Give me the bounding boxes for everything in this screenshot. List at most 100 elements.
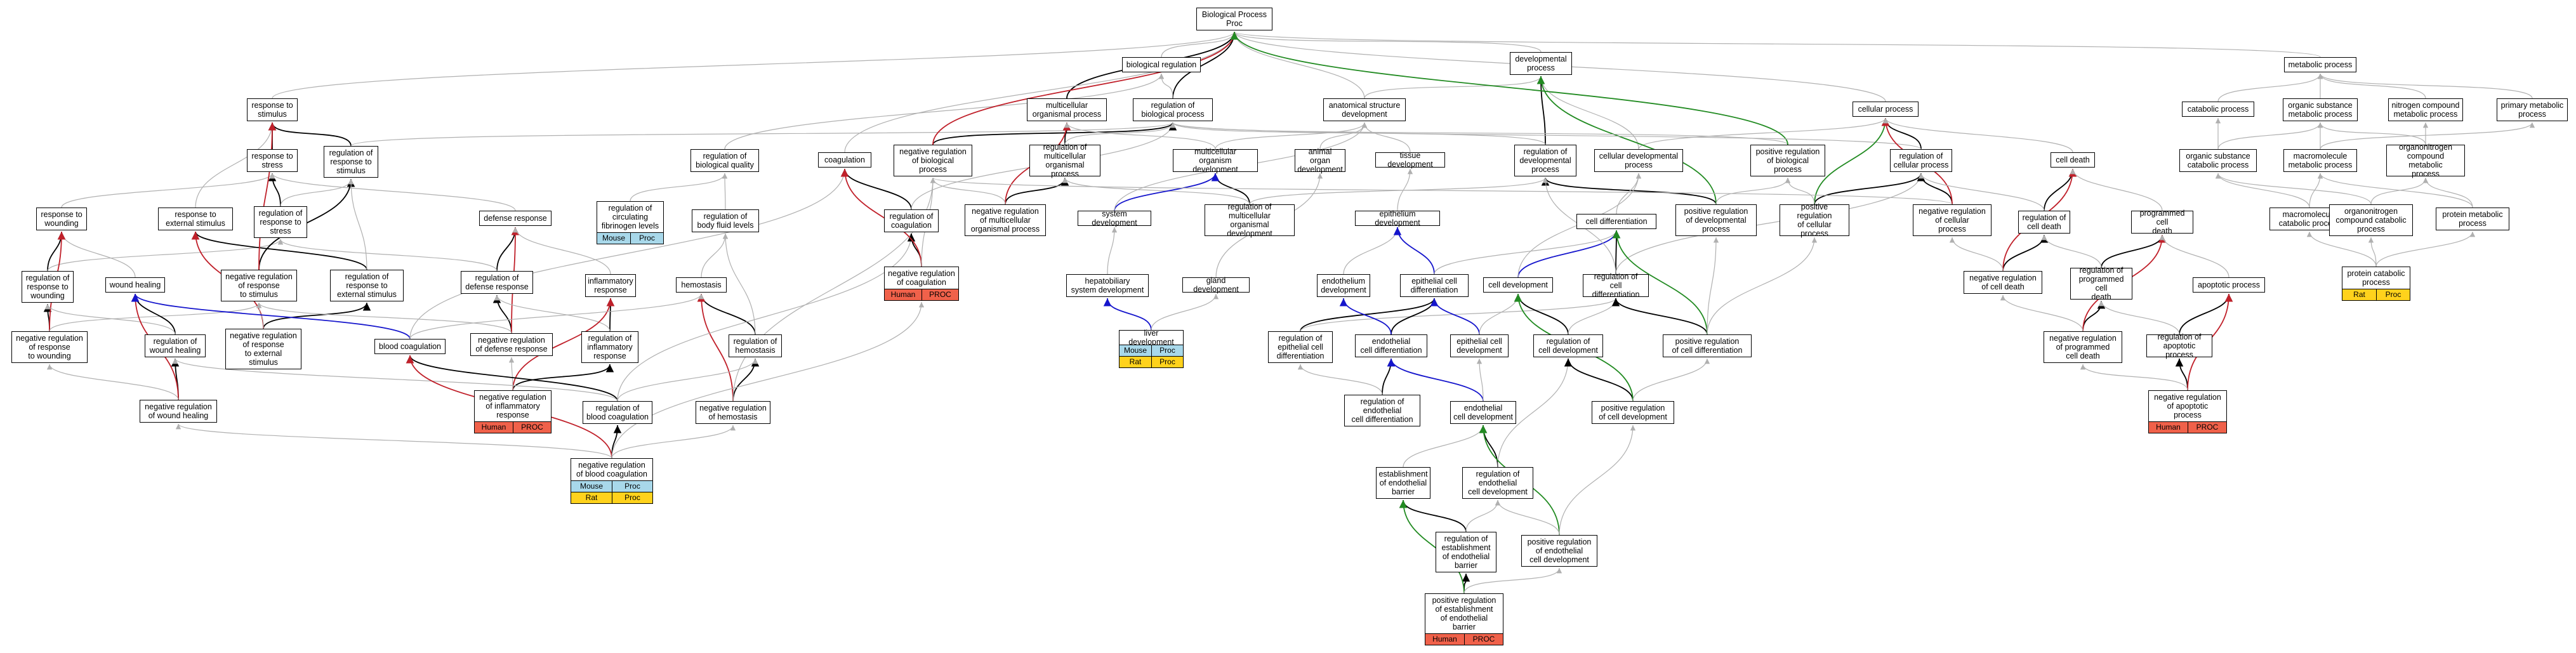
node-anat-dev[interactable]: anatomical structure development: [1323, 98, 1406, 121]
node-orgnitro-met[interactable]: organonitrogen compound metabolic proces…: [2386, 143, 2465, 178]
node-orgnitro-cat[interactable]: organonitrogen compound catabolic proces…: [2329, 204, 2413, 236]
node-reg-cell-diff[interactable]: regulation of cell differentiation: [1583, 272, 1649, 299]
node-multi-org[interactable]: multicellular organismal process: [1027, 98, 1107, 121]
node-resp-ext[interactable]: response to external stimulus: [158, 208, 233, 230]
node-reg-endoth-cell-diff[interactable]: regulation of endothelial cell different…: [1344, 395, 1420, 426]
node-cell-dev[interactable]: cell development: [1483, 277, 1553, 293]
node-neg-reg-multi-org[interactable]: negative regulation of multicellular org…: [965, 204, 1046, 236]
node-cell-dev-proc[interactable]: cellular developmental process: [1594, 149, 1683, 172]
node-reg-hemostasis[interactable]: regulation of hemostasis: [729, 334, 782, 357]
node-hepatobil[interactable]: hepatobiliary system development: [1066, 274, 1149, 297]
node-estab-endoth-barrier[interactable]: establishment of endothelial barrier: [1376, 467, 1430, 499]
node-cell-diff[interactable]: cell differentiation: [1576, 214, 1656, 229]
node-neg-reg-resp-ext[interactable]: negative regulation of response to exter…: [225, 329, 301, 369]
node-pos-reg-cellular-proc[interactable]: positive regulation of cellular process: [1780, 202, 1849, 238]
node-reg-dev-proc[interactable]: regulation of developmental process: [1514, 145, 1576, 176]
node-multi-dev[interactable]: multicellular organism development: [1173, 147, 1258, 174]
node-resp-stress[interactable]: response to stress: [247, 149, 298, 172]
node-pos-reg-endoth-cell-dev[interactable]: positive regulation of endothelial cell …: [1521, 535, 1597, 567]
node-sys-dev[interactable]: system development: [1078, 209, 1151, 227]
node-tissue-dev[interactable]: tissue development: [1375, 151, 1445, 169]
node-epith-cell-diff[interactable]: epithelial cell differentiation: [1400, 274, 1469, 297]
node-bio-reg[interactable]: biological regulation: [1122, 57, 1201, 72]
node-reg-body-fluid[interactable]: regulation of body fluid levels: [692, 209, 759, 232]
node-reg-cell-death[interactable]: regulation of cell death: [2018, 211, 2070, 234]
node-reg-resp-ext[interactable]: regulation of response to external stimu…: [330, 270, 404, 301]
node-nitrogen-met[interactable]: nitrogen compound metabolic process: [2388, 98, 2463, 121]
node-neg-reg-blood-coag[interactable]: negative regulation of blood coagulation: [571, 458, 653, 481]
node-reg-blood-coag[interactable]: regulation of blood coagulation: [583, 401, 652, 424]
node-cellular-proc[interactable]: cellular process: [1853, 102, 1919, 117]
node-reg-cell-dev[interactable]: regulation of cell development: [1533, 334, 1603, 357]
node-reg-apoptotic[interactable]: regulation of apoptotic process: [2146, 333, 2212, 359]
node-reg-bp[interactable]: regulation of biological process: [1133, 98, 1213, 121]
node-reg-resp-stim[interactable]: regulation of response to stimulus: [324, 146, 378, 178]
node-neg-reg-defense[interactable]: negative regulation of defense response: [470, 333, 553, 356]
node-gland-dev[interactable]: gland development: [1182, 276, 1250, 294]
node-reg-coag[interactable]: regulation of coagulation: [884, 209, 939, 232]
node-defense[interactable]: defense response: [479, 211, 552, 226]
node-hemostasis[interactable]: hemostasis: [676, 277, 727, 293]
node-neg-reg-cellular-proc[interactable]: negative regulation of cellular process: [1913, 204, 1991, 236]
node-catabolic[interactable]: catabolic process: [2182, 102, 2254, 117]
node-pos-reg-bp[interactable]: positive regulation of biological proces…: [1750, 145, 1825, 176]
node-reg-inflam[interactable]: regulation of inflammatory response: [581, 331, 638, 363]
node-wound-heal[interactable]: wound healing: [105, 277, 165, 293]
node-metabolic[interactable]: metabolic process: [2284, 57, 2356, 72]
node-pos-reg-cell-diff[interactable]: positive regulation of cell differentiat…: [1663, 334, 1752, 357]
edge-neg_reg_hemostasis-to-hemostasis: [697, 293, 734, 402]
node-pcd[interactable]: programmed cell death: [2131, 209, 2193, 235]
node-epith-cell-dev[interactable]: epithelial cell development: [1450, 334, 1509, 357]
node-neg-reg-inflam[interactable]: negative regulation of inflammatory resp…: [474, 390, 552, 422]
node-primary-met[interactable]: primary metabolic process: [2497, 98, 2568, 121]
node-neg-reg-hemostasis[interactable]: negative regulation of hemostasis: [696, 401, 770, 424]
edge-nitrogen_met-to-metabolic: [2317, 73, 2426, 99]
node-protein-met[interactable]: protein metabolic process: [2436, 208, 2509, 230]
badge-neg-reg-inflam-proc: PROC: [513, 421, 552, 433]
node-reg-epith-cell-diff[interactable]: regulation of epithelial cell differenti…: [1268, 331, 1333, 363]
node-reg-wound-heal[interactable]: regulation of wound healing: [145, 334, 206, 357]
node-inflam[interactable]: inflammatory response: [585, 274, 636, 297]
node-pos-reg-estab-barrier[interactable]: positive regulation of establishment of …: [1425, 593, 1503, 634]
node-neg-reg-bp[interactable]: negative regulation of biological proces…: [894, 145, 972, 176]
node-reg-multi-dev[interactable]: regulation of multicellular organismal d…: [1205, 202, 1295, 238]
node-liver-dev[interactable]: liver development: [1119, 329, 1184, 346]
node-apoptotic[interactable]: apoptotic process: [2193, 277, 2265, 293]
node-blood-coag[interactable]: blood coagulation: [374, 339, 446, 354]
node-macromol-met[interactable]: macromolecule metabolic process: [2283, 149, 2357, 172]
node-neg-reg-cell-death[interactable]: negative regulation of cell death: [1964, 271, 2042, 294]
node-org-subst-cat[interactable]: organic substance catabolic process: [2179, 149, 2257, 172]
node-animal-organ[interactable]: animal organ development: [1295, 147, 1345, 174]
node-dev-proc[interactable]: developmental process: [1510, 52, 1572, 75]
node-pos-reg-dev-proc[interactable]: positive regulation of developmental pro…: [1675, 204, 1757, 236]
node-protein-cat[interactable]: protein catabolic process: [2342, 267, 2410, 289]
node-resp-wound[interactable]: response to wounding: [36, 208, 87, 230]
node-endoth-cell-dev[interactable]: endothelial cell development: [1450, 401, 1516, 424]
node-pos-reg-cell-dev[interactable]: positive regulation of cell development: [1592, 401, 1674, 424]
node-reg-circ-fib[interactable]: regulation of circulating fibrinogen lev…: [597, 201, 664, 233]
node-neg-reg-apoptotic[interactable]: negative regulation of apoptotic process: [2148, 390, 2227, 422]
node-cell-death[interactable]: cell death: [2051, 152, 2095, 168]
node-neg-reg-resp-wound[interactable]: negative regulation of response to wound…: [11, 331, 88, 363]
node-reg-bio-quality[interactable]: regulation of biological quality: [690, 149, 759, 172]
node-coagulation[interactable]: coagulation: [818, 152, 871, 168]
node-reg-cellular-proc[interactable]: regulation of cellular process: [1890, 149, 1952, 172]
node-reg-resp-stress[interactable]: regulation of response to stress: [254, 206, 307, 238]
edge-reg_dev_proc-to-dev_proc: [1536, 76, 1546, 145]
node-neg-reg-resp-stim[interactable]: negative regulation of response to stimu…: [221, 270, 297, 301]
node-reg-pcd[interactable]: regulation of programmed cell death: [2070, 266, 2132, 301]
node-neg-reg-pcd[interactable]: negative regulation of programmed cell d…: [2044, 331, 2122, 363]
node-bp[interactable]: Biological Process Proc: [1196, 8, 1272, 30]
node-reg-estab-barrier[interactable]: regulation of establishment of endotheli…: [1436, 532, 1496, 572]
node-neg-reg-wound-heal[interactable]: negative regulation of wound healing: [140, 400, 217, 423]
node-org-subst-met[interactable]: organic substance metabolic process: [2283, 98, 2358, 121]
node-reg-endoth-cell-dev[interactable]: regulation of endothelial cell developme…: [1462, 467, 1533, 499]
node-endoth-dev[interactable]: endothelium development: [1317, 274, 1370, 297]
node-reg-defense[interactable]: regulation of defense response: [461, 271, 533, 294]
node-neg-reg-coag[interactable]: negative regulation of coagulation: [884, 267, 959, 289]
node-epith-dev[interactable]: epithelium development: [1355, 209, 1440, 227]
node-endoth-cell-diff[interactable]: endothelial cell differentiation: [1355, 334, 1427, 357]
node-reg-multi-org[interactable]: regulation of multicellular organismal p…: [1029, 143, 1100, 178]
node-reg-resp-wound[interactable]: regulation of response to wounding: [22, 271, 74, 303]
node-resp-stim[interactable]: response to stimulus: [247, 98, 298, 121]
